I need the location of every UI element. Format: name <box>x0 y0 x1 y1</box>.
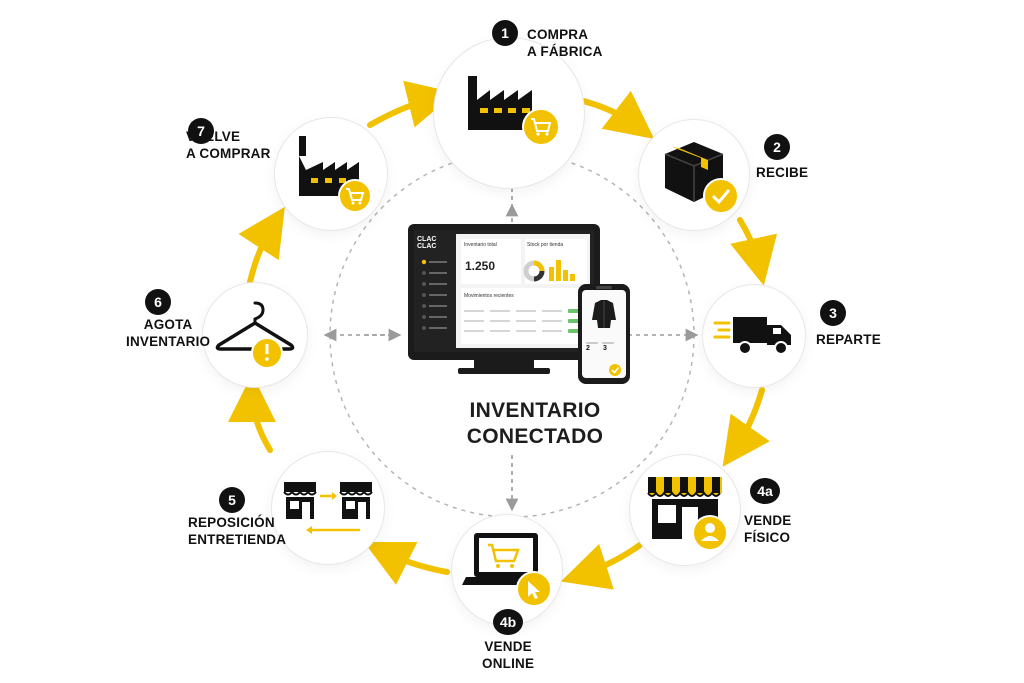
step-2-number: 2 <box>764 134 790 160</box>
step-3-node <box>703 285 805 387</box>
step-7-node <box>275 118 387 230</box>
step-4b-number: 4b <box>493 609 523 635</box>
step-2-label: RECIBE <box>756 165 809 180</box>
step-2-node <box>639 120 749 230</box>
factory-cart-icon <box>468 76 560 146</box>
delivery-truck-icon <box>713 317 791 355</box>
hanger-alert-icon <box>215 301 295 369</box>
factory-cart-icon <box>299 136 372 213</box>
dashboard-card2-title: Stock por tienda <box>527 242 564 248</box>
step-4b-node <box>452 515 562 625</box>
step-7-number: 7 <box>188 118 214 144</box>
step-6-node <box>203 283 307 387</box>
dashboard-logo: CLAC CLAC <box>417 236 437 250</box>
step-6-number: 6 <box>145 289 171 315</box>
step-1-node <box>434 38 584 188</box>
dashed-spokes <box>323 163 699 512</box>
box-check-icon <box>664 142 739 214</box>
center-title: INVENTARIO CONECTADO <box>466 399 604 448</box>
store-user-icon <box>647 477 728 551</box>
step-4b-label: VENDE ONLINE <box>482 639 535 671</box>
phone-value-2: 3 <box>603 345 607 352</box>
dashboard-card1-value: 1.250 <box>465 259 496 273</box>
step-4a-label: VENDE FÍSICO <box>744 513 792 545</box>
dashboard-card1-title: Inventario total <box>464 242 497 248</box>
step-7-label: VUELVE A COMPRAR <box>186 129 271 161</box>
dashboard-monitor <box>408 224 630 384</box>
laptop-cart-icon <box>462 533 552 607</box>
step-1-number: 1 <box>492 20 518 46</box>
dashboard-table-title: Movimientos recientes <box>464 293 514 299</box>
step-4a-number: 4a <box>750 478 780 504</box>
cycle-arrows <box>228 80 778 590</box>
step-5-number: 5 <box>219 487 245 513</box>
step-4a-node <box>630 455 740 565</box>
step-5-node <box>272 452 384 564</box>
step-3-number: 3 <box>820 300 846 326</box>
step-3-label: REPARTE <box>816 332 881 347</box>
step-6-label: AGOTA INVENTARIO <box>126 317 211 349</box>
step-1-label: COMPRA A FÁBRICA <box>527 27 603 59</box>
step-5-label: REPOSICIÓN ENTRETIENDA <box>188 515 287 547</box>
phone-value-1: 2 <box>586 345 590 352</box>
store-transfer-icon <box>283 482 373 534</box>
